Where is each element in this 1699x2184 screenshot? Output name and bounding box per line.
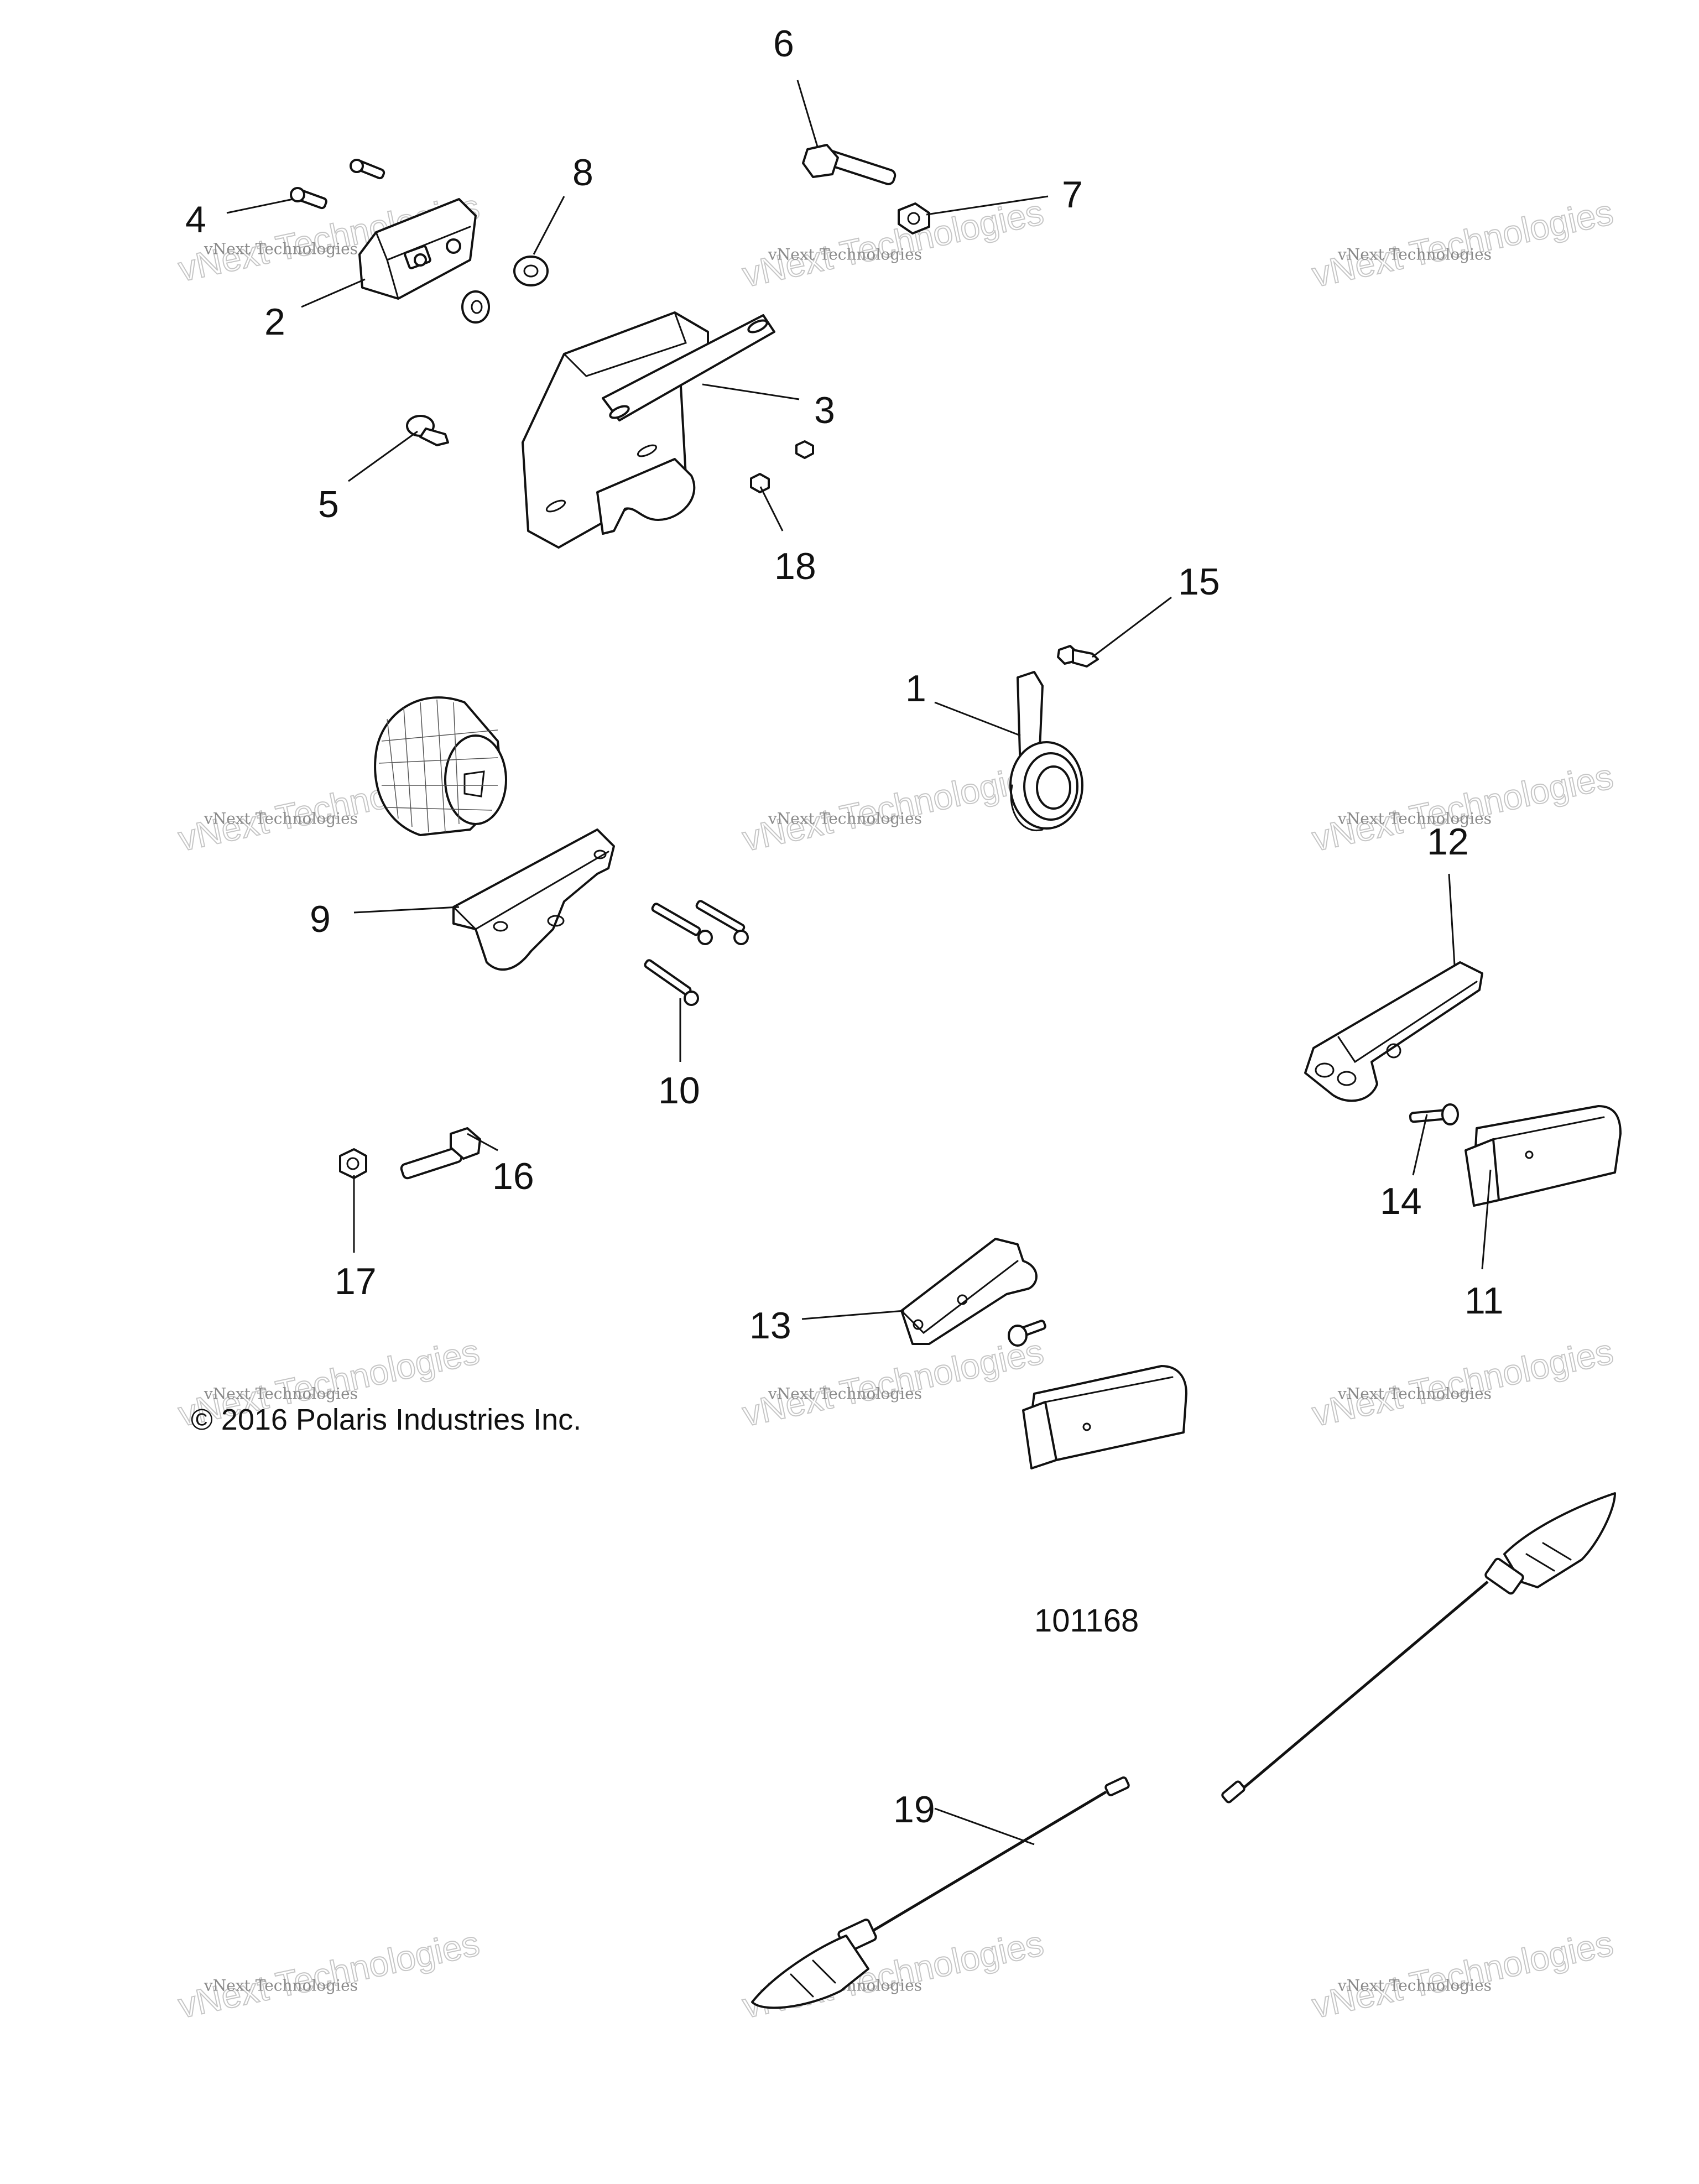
svg-text:vNext Technologies: vNext Technologies xyxy=(204,240,358,258)
callout-labels: 6 7 4 8 2 3 5 18 15 1 9 10 12 14 11 16 1… xyxy=(185,23,1504,1831)
callout-14: 14 xyxy=(1380,1180,1422,1222)
callout-17: 17 xyxy=(335,1260,377,1302)
callout-2: 2 xyxy=(264,301,285,343)
svg-text:vNext Technologies: vNext Technologies xyxy=(739,756,1047,859)
watermark-layer: vNext Technologies vNext Technologies vN… xyxy=(174,186,1617,2026)
svg-text:vNext Technologies: vNext Technologies xyxy=(1309,1923,1617,2026)
svg-text:vNext Technologies: vNext Technologies xyxy=(1309,1331,1617,1434)
callout-9: 9 xyxy=(310,898,331,940)
callout-6: 6 xyxy=(773,23,794,65)
part-bracket-3 xyxy=(522,311,775,549)
part-screw-15 xyxy=(1057,645,1099,668)
callout-15: 15 xyxy=(1178,561,1220,603)
svg-text:vNext Technologies: vNext Technologies xyxy=(1337,810,1492,828)
svg-text:vNext Technologies: vNext Technologies xyxy=(204,810,358,828)
leader-lines xyxy=(226,80,1492,1846)
watermark: vNext Technologies vNext Technologies xyxy=(174,1922,483,2026)
svg-text:vNext Technologies: vNext Technologies xyxy=(1337,246,1492,264)
figure-number: 101168 xyxy=(1034,1603,1139,1639)
svg-text:vNext Technologies: vNext Technologies xyxy=(175,1923,483,2026)
watermark: vNext Technologies vNext Technologies xyxy=(1308,1922,1617,2026)
svg-text:vNext Technologies: vNext Technologies xyxy=(739,192,1047,295)
callout-10: 10 xyxy=(658,1070,700,1112)
callout-8: 8 xyxy=(572,152,593,194)
part-screw-14 xyxy=(1409,1103,1459,1125)
part-signal-light-19 xyxy=(751,1776,1130,2009)
part-grommet-8 xyxy=(461,256,549,324)
part-horn-1 xyxy=(1009,671,1083,831)
svg-text:vNext Technologies: vNext Technologies xyxy=(1337,1385,1492,1403)
copyright-notice: © 2016 Polaris Industries Inc. xyxy=(191,1403,581,1436)
part-nut-17 xyxy=(339,1148,367,1179)
svg-text:vNext Technologies: vNext Technologies xyxy=(739,1331,1047,1434)
part-screw-10 xyxy=(644,900,749,1006)
part-push-rivet-5 xyxy=(406,415,449,446)
part-nut-18 xyxy=(750,440,814,493)
watermark: vNext Technologies vNext Technologies xyxy=(738,191,1047,295)
svg-text:vNext Technologies: vNext Technologies xyxy=(204,1977,358,1995)
part-nut-7 xyxy=(898,202,930,234)
svg-text:vNext Technologies: vNext Technologies xyxy=(1309,192,1617,295)
svg-text:vNext Technologies: vNext Technologies xyxy=(1337,1977,1492,1995)
callout-16: 16 xyxy=(492,1155,534,1197)
callout-12: 12 xyxy=(1427,821,1469,863)
callout-3: 3 xyxy=(814,389,835,431)
svg-text:vNext Technologies: vNext Technologies xyxy=(768,1385,922,1403)
part-motor xyxy=(374,696,507,836)
part-screw-13 xyxy=(1008,1320,1046,1347)
part-bracket-12 xyxy=(1304,961,1483,1102)
callout-4: 4 xyxy=(185,199,206,241)
svg-text:vNext Technologies: vNext Technologies xyxy=(204,1385,358,1403)
callout-7: 7 xyxy=(1062,174,1083,216)
callout-19: 19 xyxy=(893,1789,935,1831)
watermark: vNext Technologies vNext Technologies xyxy=(1308,1331,1617,1435)
part-signal-light-upper xyxy=(1221,1492,1616,1804)
part-bracket-13 xyxy=(900,1238,1038,1345)
part-bolt-4 xyxy=(290,159,385,210)
part-switch-box-2 xyxy=(358,198,477,300)
callout-18: 18 xyxy=(774,545,816,587)
svg-text:vNext Technologies: vNext Technologies xyxy=(768,810,922,828)
svg-text:vNext Technologies: vNext Technologies xyxy=(768,246,922,264)
callout-11: 11 xyxy=(1465,1280,1504,1322)
watermark: vNext Technologies vNext Technologies xyxy=(738,755,1047,859)
part-lamp-11 xyxy=(1465,1105,1622,1207)
watermark: vNext Technologies vNext Technologies xyxy=(1308,191,1617,295)
callout-5: 5 xyxy=(318,483,339,525)
part-bolt-6 xyxy=(802,144,897,185)
callout-13: 13 xyxy=(749,1305,791,1347)
part-bracket-9 xyxy=(452,828,615,971)
part-lamp-lower xyxy=(1022,1365,1187,1469)
part-bolt-16 xyxy=(400,1127,481,1180)
callout-1: 1 xyxy=(905,668,926,710)
